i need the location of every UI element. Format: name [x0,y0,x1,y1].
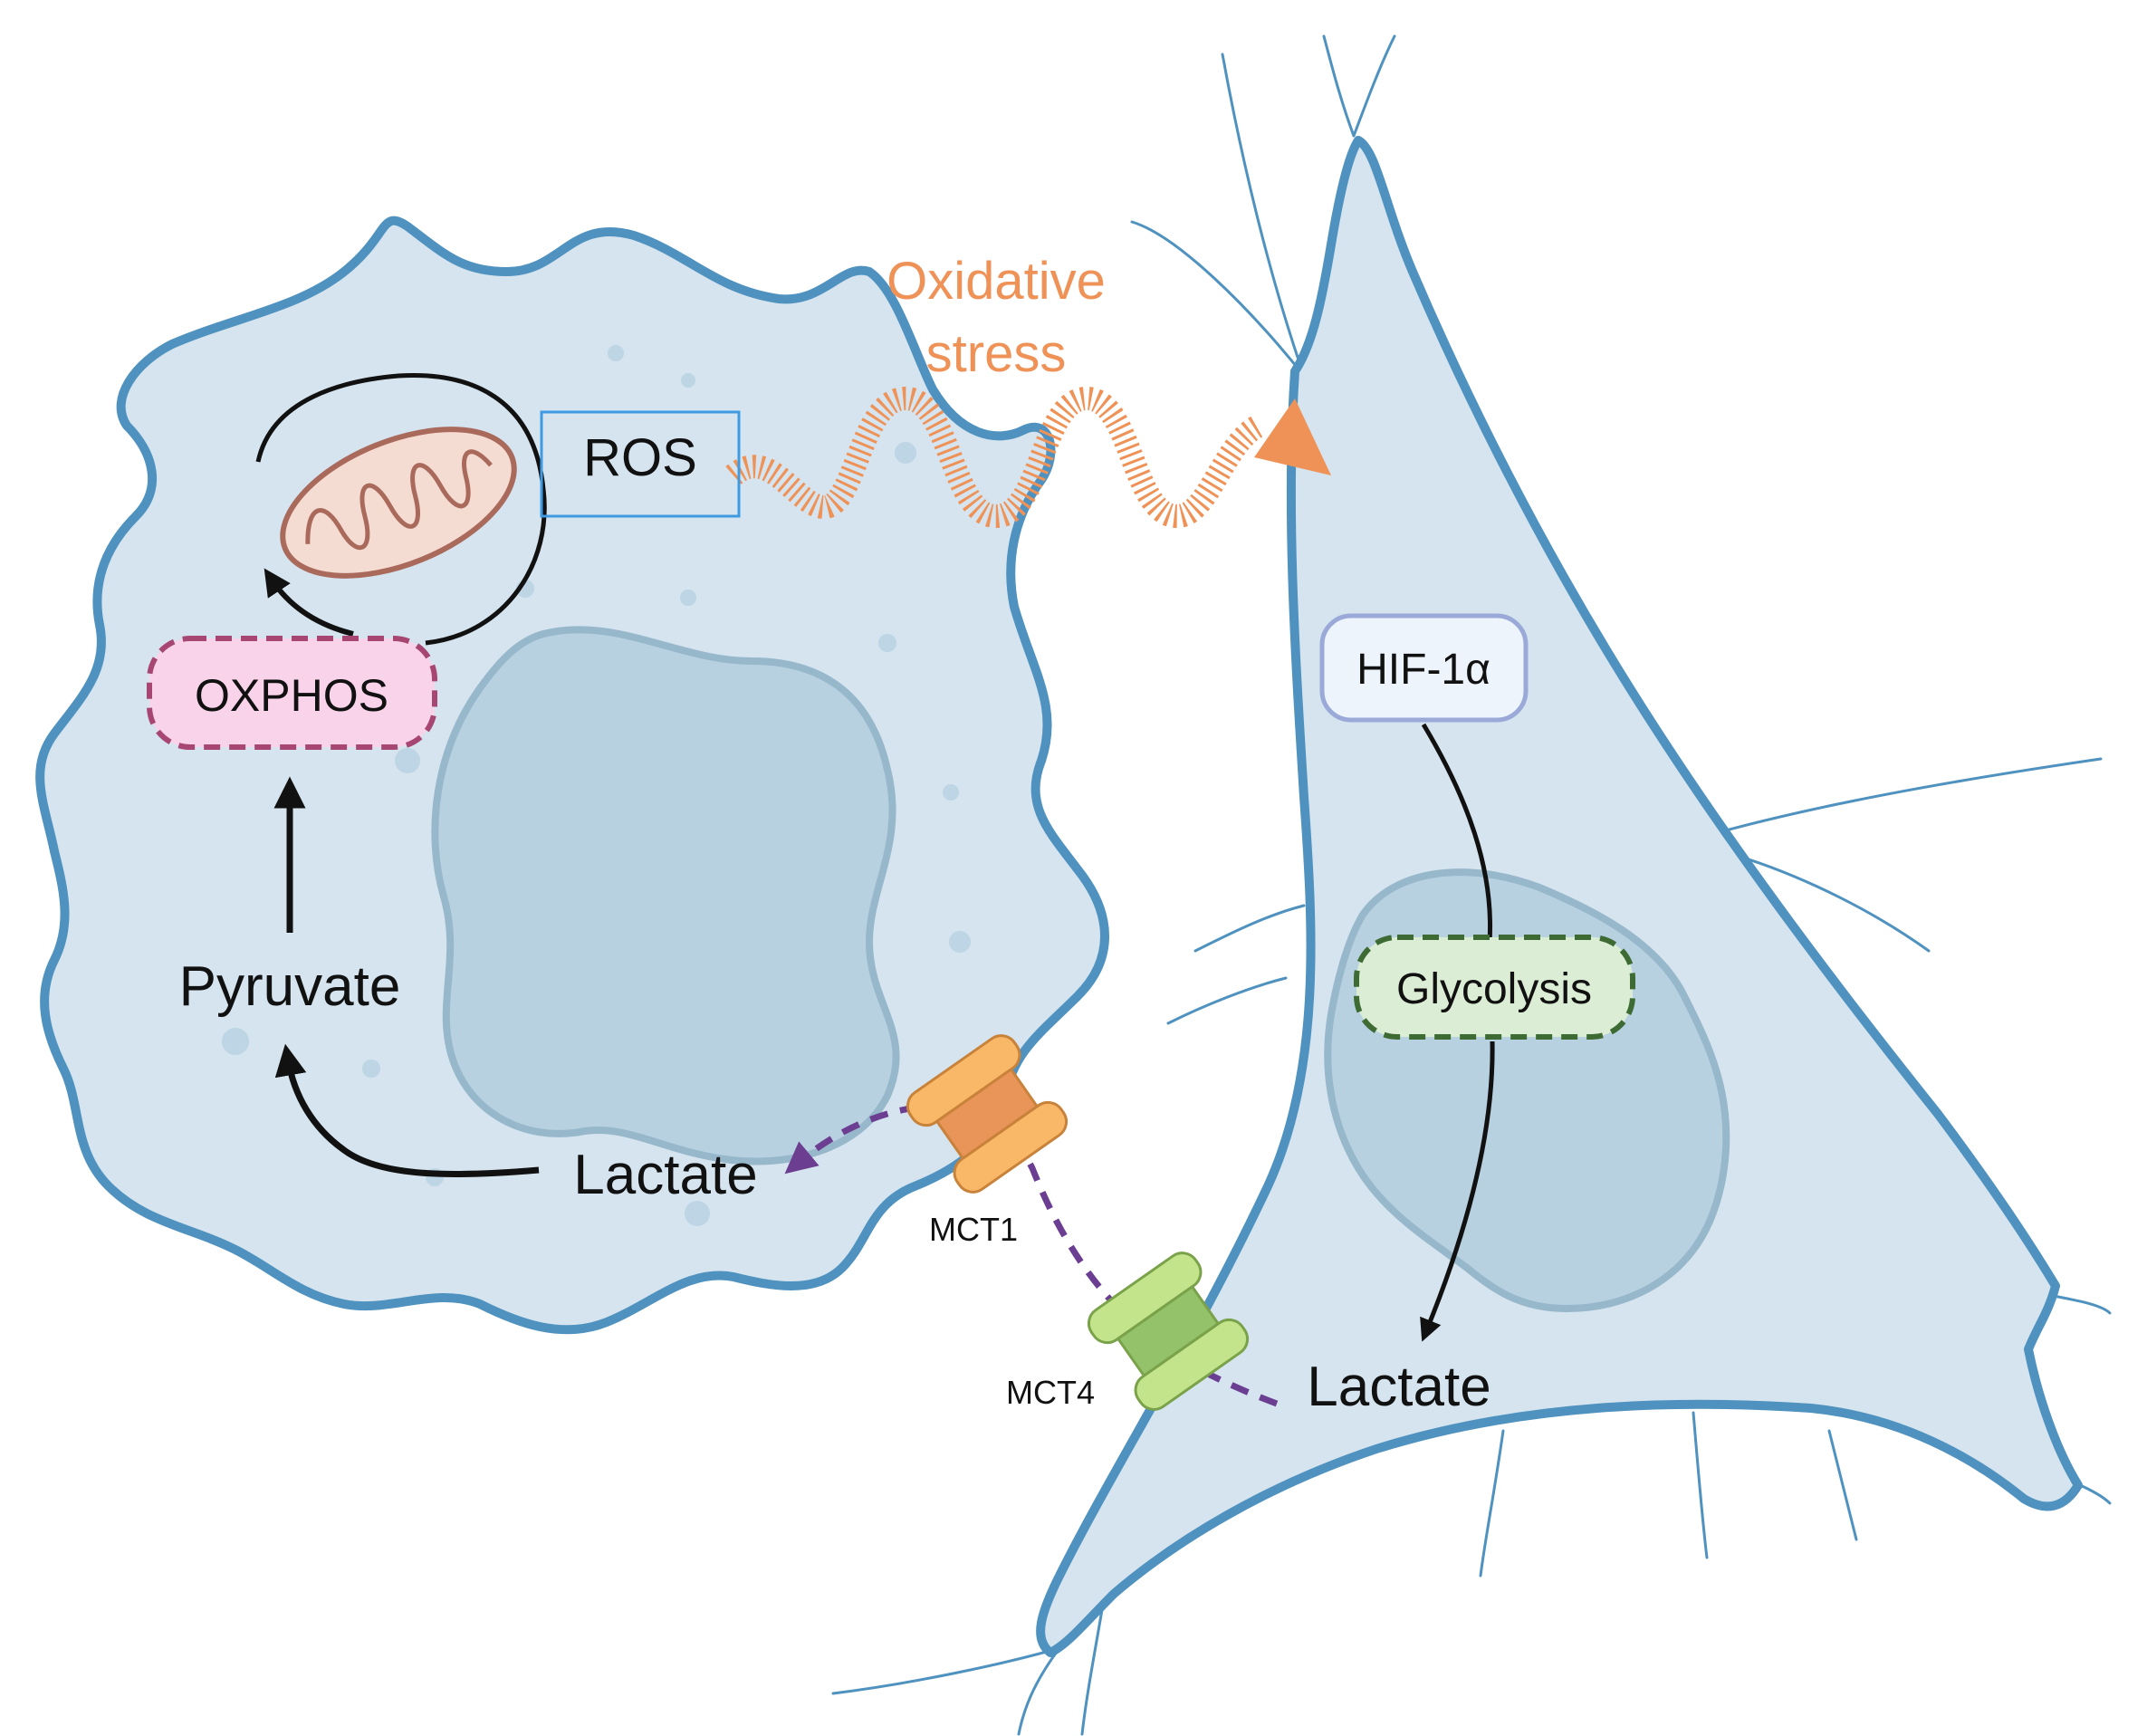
oxphos-label: OXPHOS [195,670,388,721]
glycolysis-label: Glycolysis [1396,965,1592,1013]
ros-box: ROS [540,410,741,518]
oxidative-stress-wave [725,386,1265,529]
pyruvate-label: Pyruvate [179,955,401,1018]
oxidative-stress-label-line2: stress [926,324,1067,383]
mitochondrion-icon [280,427,517,579]
lactate-right-label: Lactate [1307,1356,1490,1418]
lactate-shuttle-flux [784,1101,1279,1407]
lactate-left-label: Lactate [573,1144,757,1206]
mct1-label: MCT1 [929,1211,1018,1248]
hif-box: HIF-1α [1319,613,1529,723]
mct4-transporter-icon [1087,1252,1250,1411]
oxphos-cycle-return-arrow [264,568,354,637]
oxidative-stress-signal: Oxidative stress [725,252,1331,529]
mitochondrial-cycle [255,372,547,646]
cancer-cell [35,216,1109,1335]
oxphos-box: OXPHOS [147,636,437,750]
cancer-cell-nucleus [431,626,900,1165]
mct4-label: MCT4 [1006,1374,1095,1411]
oxidative-stress-arrowhead [1254,398,1331,475]
hif-to-glycolysis-line [1421,723,1493,943]
glycolysis-box: Glycolysis [1354,935,1635,1040]
hif-label: HIF-1α [1356,646,1490,694]
lactate-to-pyruvate-arrow [274,1043,540,1177]
ros-label: ROS [583,428,697,487]
oxidative-stress-label-line1: Oxidative [887,252,1106,311]
glycolysis-to-lactate-arrow [1420,1041,1495,1342]
oxphos-cycle-arc [255,372,547,646]
mct1-transporter-icon [906,1034,1069,1194]
